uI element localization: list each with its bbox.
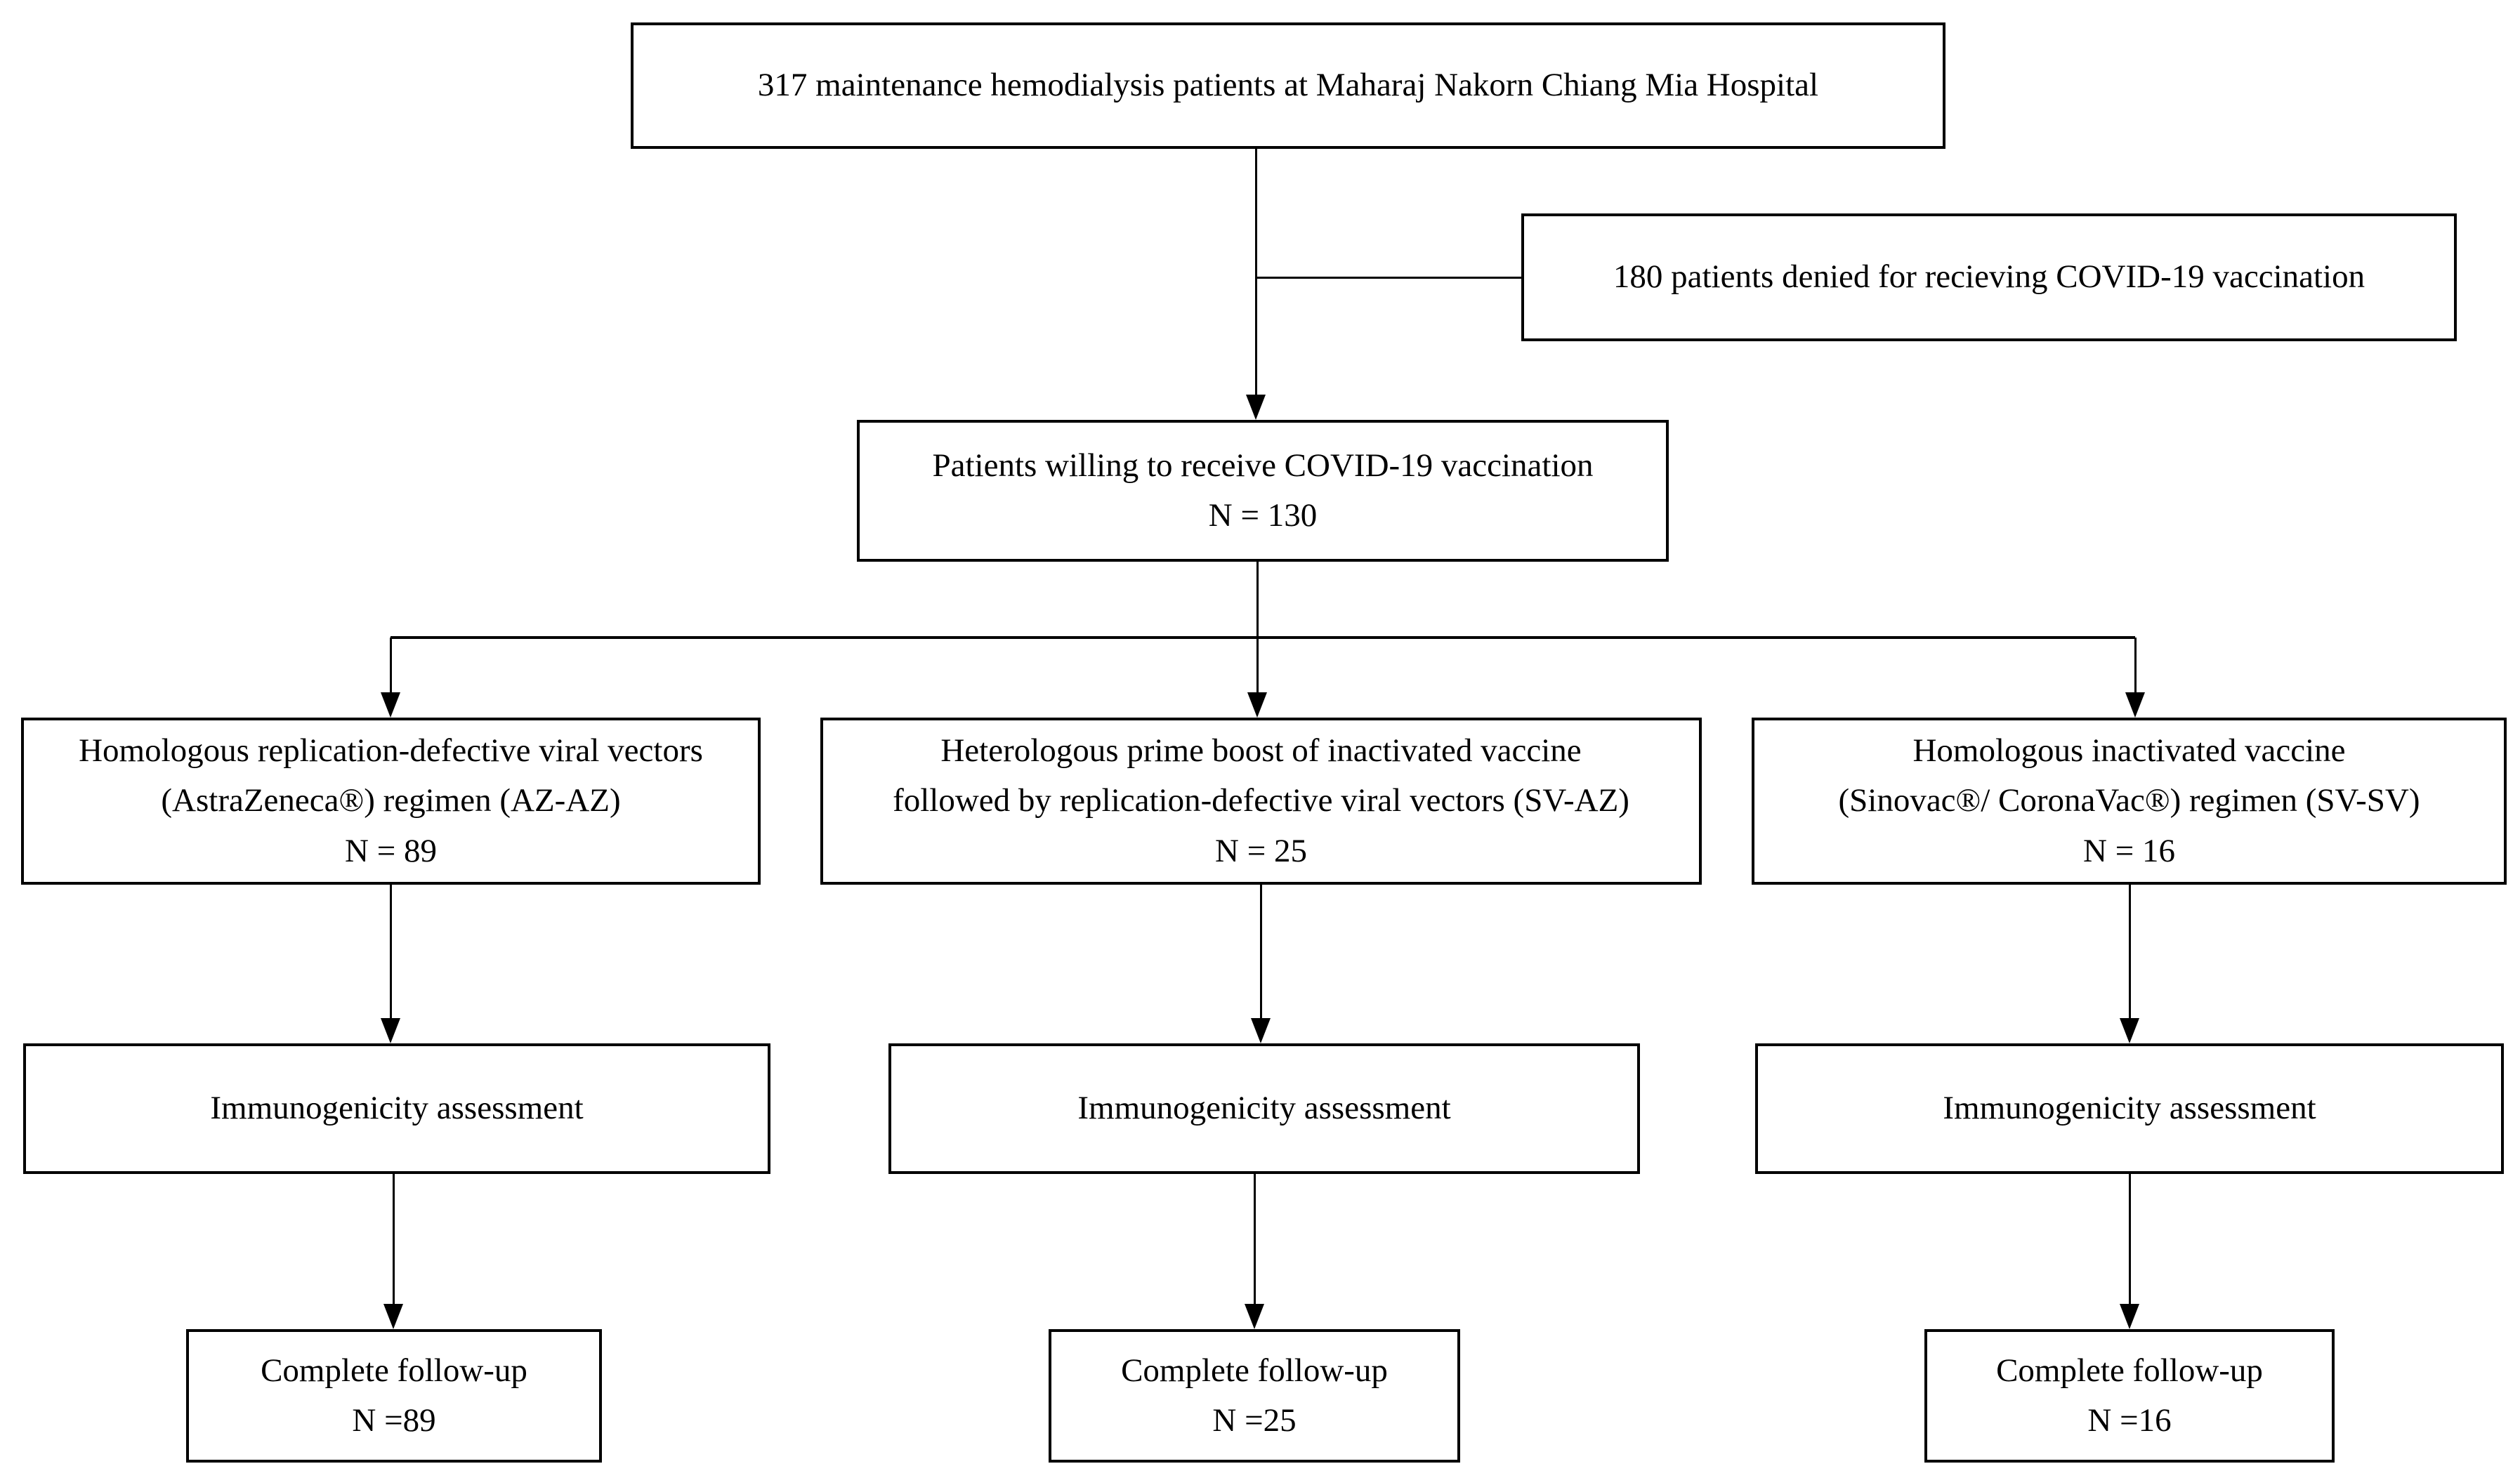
branch-bar xyxy=(391,636,2135,639)
box-label-line: Heterologous prime boost of inactivated … xyxy=(940,732,1582,769)
connector-immuno-to-followup-az xyxy=(393,1174,395,1305)
box-label-line: 317 maintenance hemodialysis patients at… xyxy=(757,67,1819,104)
connector-immuno-to-followup-sv-az xyxy=(1254,1174,1256,1305)
flow-box-sv-sv: Homologous inactivated vaccine (Sinovac®… xyxy=(1752,718,2507,885)
box-count-line: N = 16 xyxy=(2083,832,2175,869)
box-count-line: N = 25 xyxy=(1215,832,1307,869)
connector-sv-sv-to-immuno xyxy=(2129,885,2131,1020)
arrow-down-icon xyxy=(2125,692,2145,718)
flow-box-followup-sv-az: Complete follow-up N =25 xyxy=(1049,1329,1460,1463)
box-label-line: Immunogenicity assessment xyxy=(210,1090,584,1127)
box-label-line: Immunogenicity assessment xyxy=(1943,1090,2316,1127)
arrow-down-icon xyxy=(381,692,400,718)
arrow-down-icon xyxy=(1247,692,1267,718)
flow-box-immuno-az: Immunogenicity assessment xyxy=(23,1043,770,1174)
flow-box-followup-sv-sv: Complete follow-up N =16 xyxy=(1924,1329,2335,1463)
flow-box-enrollment: 317 maintenance hemodialysis patients at… xyxy=(631,22,1945,149)
box-count-line: N = 89 xyxy=(345,832,437,869)
flow-box-followup-az: Complete follow-up N =89 xyxy=(186,1329,602,1463)
box-label-line: Complete follow-up xyxy=(1121,1352,1388,1389)
connector-enrollment-to-willing xyxy=(1255,149,1257,395)
box-count-line: N =89 xyxy=(352,1402,436,1439)
box-label-line: 180 patients denied for recieving COVID-… xyxy=(1613,258,2365,296)
flow-box-willing: Patients willing to receive COVID-19 vac… xyxy=(857,420,1669,562)
connector-sv-az-to-immuno xyxy=(1260,885,1262,1020)
flow-box-immuno-sv-sv: Immunogenicity assessment xyxy=(1755,1043,2504,1174)
box-label-line: Complete follow-up xyxy=(261,1352,527,1389)
arrow-down-icon xyxy=(1245,1304,1264,1329)
flow-box-az-az: Homologous replication-defective viral v… xyxy=(21,718,761,885)
arrow-down-icon xyxy=(383,1304,403,1329)
box-count-line: N =25 xyxy=(1212,1402,1297,1439)
arrow-down-icon xyxy=(2120,1018,2139,1043)
box-label-line: Patients willing to receive COVID-19 vac… xyxy=(932,447,1594,484)
arrow-down-icon xyxy=(1251,1018,1271,1043)
box-count-line: N =16 xyxy=(2087,1402,2172,1439)
box-count-line: N = 130 xyxy=(1208,497,1318,534)
box-label-line: followed by replication-defective viral … xyxy=(893,782,1629,819)
box-label-line: Complete follow-up xyxy=(1996,1352,2263,1389)
connector-az-az-to-immuno xyxy=(390,885,392,1020)
connector-to-denied xyxy=(1256,277,1521,279)
box-label-line: (AstraZeneca®) regimen (AZ-AZ) xyxy=(161,782,621,819)
box-label-line: Homologous replication-defective viral v… xyxy=(79,732,703,769)
flow-box-sv-az: Heterologous prime boost of inactivated … xyxy=(820,718,1702,885)
arrow-down-icon xyxy=(381,1018,400,1043)
arrow-down-icon xyxy=(2120,1304,2139,1329)
arrow-down-icon xyxy=(1246,395,1266,420)
flow-box-immuno-sv-az: Immunogenicity assessment xyxy=(888,1043,1640,1174)
connector-branch-to-sv-sv xyxy=(2134,638,2137,694)
connector-branch-to-az-az xyxy=(390,638,392,694)
box-label-line: Immunogenicity assessment xyxy=(1077,1090,1451,1127)
connector-branch-to-sv-az xyxy=(1256,638,1259,694)
connector-immuno-to-followup-sv-sv xyxy=(2129,1174,2131,1305)
box-label-line: Homologous inactivated vaccine xyxy=(1912,732,2346,769)
connector-willing-to-branchbar xyxy=(1256,562,1259,638)
box-label-line: (Sinovac®/ CoronaVac®) regimen (SV-SV) xyxy=(1838,782,2420,819)
flow-box-denied: 180 patients denied for recieving COVID-… xyxy=(1521,213,2457,341)
